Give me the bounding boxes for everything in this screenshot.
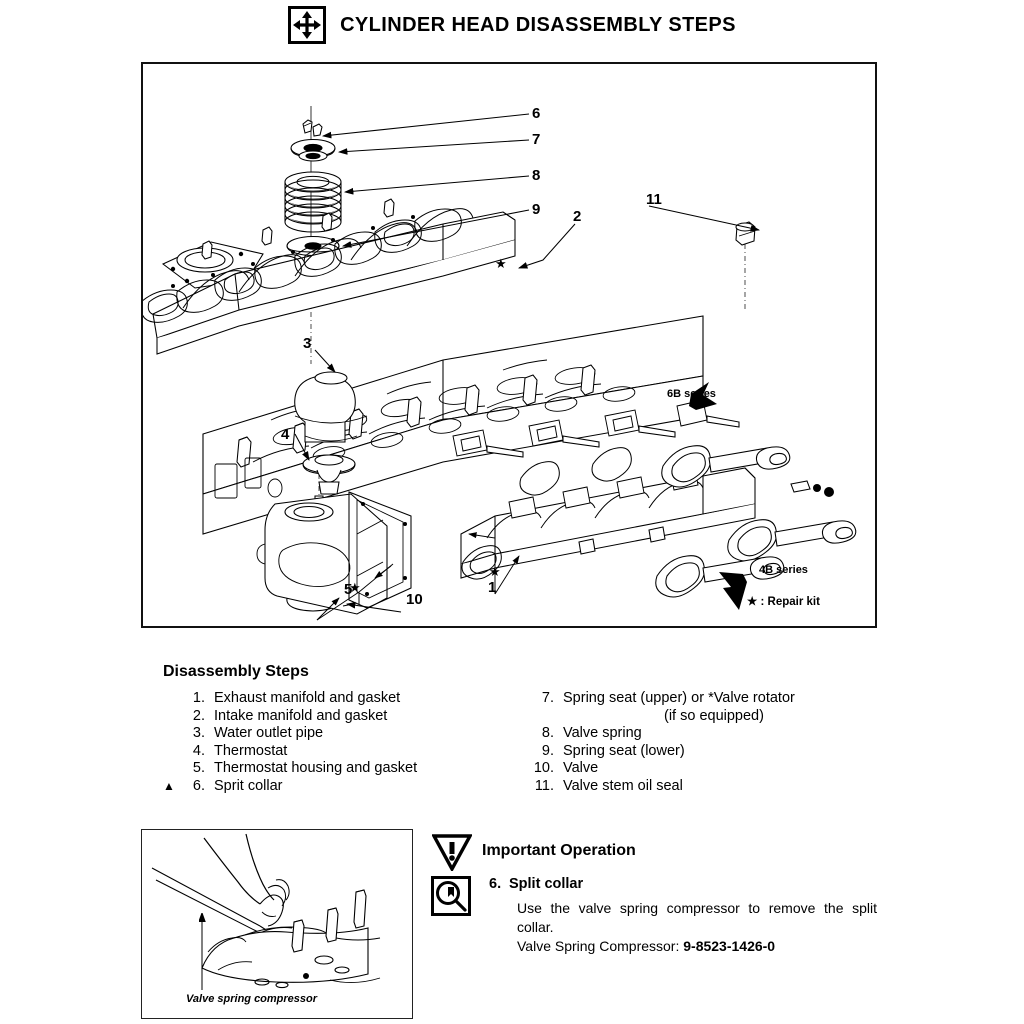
step-text: Thermostat housing and gasket: [214, 760, 418, 776]
callout-10: 10: [406, 591, 423, 608]
photo-caption: Valve spring compressor: [186, 993, 318, 1005]
callout-4: 4: [281, 426, 290, 443]
step-number: 4.: [192, 742, 205, 759]
callout-5: 5: [344, 581, 353, 598]
page-header: CYLINDER HEAD DISASSEMBLY STEPS: [0, 6, 1024, 44]
step-item: 4. Thermostat: [163, 743, 533, 761]
steps-list-left: 1. Exhaust manifold and gasket 2. Intake…: [163, 690, 533, 795]
step-text: Sprit collar: [214, 777, 283, 794]
callout-3: 3: [303, 335, 312, 352]
step-item: ▲ 6. Sprit collar: [163, 778, 533, 796]
step-number: 2.: [192, 707, 205, 724]
step-number: 3.: [192, 725, 205, 741]
callout-8: 8: [532, 167, 541, 184]
svg-text:★: ★: [349, 580, 361, 595]
four-way-arrows-icon: [288, 6, 327, 44]
steps-list-right: 7. Spring seat (upper) or *Valve rotator…: [528, 690, 888, 795]
step-triangle-marker: ▲: [163, 778, 175, 793]
step-text: Valve: [563, 760, 599, 776]
step-number: 9.: [541, 742, 554, 759]
important-step-label: Split collar: [509, 876, 584, 892]
step-item: 3. Water outlet pipe: [163, 725, 533, 743]
cylinder-head-exploded-drawing: ★ ★ ★: [143, 106, 857, 621]
step-text: Exhaust manifold and gasket: [214, 690, 401, 706]
callout-2: 2: [573, 208, 582, 225]
special-tool-line: Valve Spring Compressor: 9-8523-1426-0: [517, 938, 897, 954]
svg-text:★: ★: [489, 564, 501, 579]
step-text: Thermostat: [214, 742, 288, 759]
step-text: Valve stem oil seal: [563, 777, 683, 794]
step-item: 9. Spring seat (lower): [528, 743, 888, 761]
callout-6: 6: [532, 105, 541, 122]
special-tool-label: Valve Spring Compressor:: [517, 938, 684, 954]
step-text: Spring seat (lower): [563, 742, 685, 759]
step-item: 2. Intake manifold and gasket: [163, 708, 533, 726]
step-item: 10. Valve: [528, 760, 888, 778]
label-6b-series: 6B series: [667, 388, 716, 400]
step-number: 8.: [541, 725, 554, 741]
important-step-number: 6.: [489, 876, 502, 892]
step-number: 5.: [192, 760, 205, 776]
svg-text:★: ★: [495, 256, 507, 271]
disassembly-steps-heading: Disassembly Steps: [163, 663, 309, 680]
callout-7: 7: [532, 131, 541, 148]
step-subnote: (if so equipped): [664, 707, 764, 724]
step-text: Valve spring: [563, 725, 642, 741]
step-number: 1.: [192, 690, 205, 706]
step-item: 5. Thermostat housing and gasket: [163, 760, 533, 778]
important-step-body: Use the valve spring compressor to remov…: [517, 900, 877, 935]
repair-kit-legend: ★ : Repair kit: [747, 596, 820, 608]
magnifier-inspection-icon: [431, 876, 471, 916]
compressor-line-art: [151, 833, 381, 990]
exploded-view-figure: ★ ★ ★ 6 7 8 9 2 11 3 4 5 10 1 6B series …: [141, 62, 877, 628]
step-text: Intake manifold and gasket: [214, 707, 388, 724]
label-4b-series: 4B series: [759, 564, 808, 576]
step-item: 7. Spring seat (upper) or *Valve rotator: [528, 690, 888, 708]
callout-11: 11: [646, 191, 662, 208]
valve-spring-compressor-illustration: Valve spring compressor: [141, 829, 413, 1019]
step-number: 7.: [541, 690, 554, 706]
special-tool-number: 9-8523-1426-0: [683, 938, 776, 954]
warning-triangle-icon: [431, 833, 473, 873]
callout-1: 1: [488, 579, 497, 596]
step-text: Water outlet pipe: [214, 725, 324, 741]
step-text: Spring seat (upper) or *Valve rotator: [563, 690, 795, 706]
important-step-title: 6. Split collar: [489, 876, 583, 892]
step-number: 10.: [533, 760, 554, 776]
important-operation-heading: Important Operation: [482, 842, 636, 859]
step-item: 1. Exhaust manifold and gasket: [163, 690, 533, 708]
step-item: 11. Valve stem oil seal: [528, 778, 888, 796]
step-number: 6.: [192, 777, 205, 794]
step-number: 11.: [534, 777, 554, 794]
callout-9: 9: [532, 201, 541, 218]
step-item: 8. Valve spring: [528, 725, 888, 743]
page-title: CYLINDER HEAD DISASSEMBLY STEPS: [340, 13, 736, 36]
